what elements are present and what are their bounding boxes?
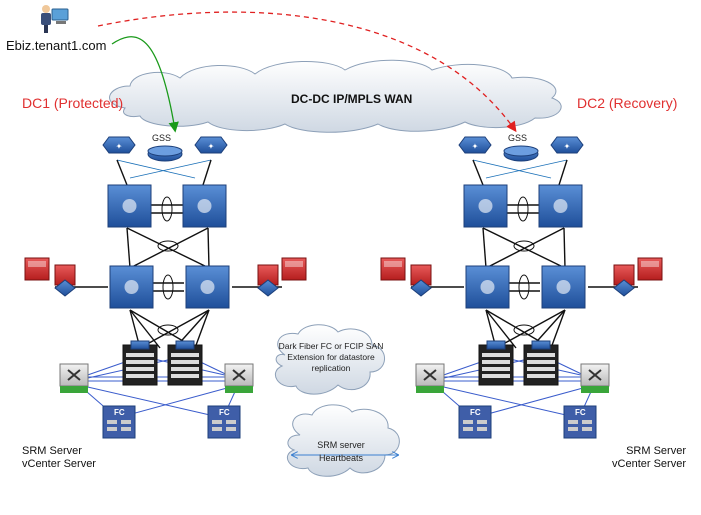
dc2-srm-line2: vCenter Server [612,458,686,470]
dc1-fc-label-right: FC [219,408,230,417]
user-workstation-icon [41,5,69,33]
user-label: Ebiz.tenant1.com [6,38,107,53]
dc1-fc-storage-right [207,405,241,439]
san-cloud-text: Dark Fiber FC or FCIP SAN Extension for … [276,341,386,374]
dc1-core-switch-left: ✦ [102,136,136,154]
dc1-service-module-right [257,279,279,297]
dc2-agg-switch-right [538,184,583,228]
dc1-srm-line2: vCenter Server [22,458,96,470]
heartbeat-line1: SRM server [317,440,365,450]
dc2-srm-line1: SRM Server [626,445,686,457]
dc2-service-module-left [410,279,432,297]
dc1-srm-line1: SRM Server [22,445,82,457]
dc2-san-switch-right [580,363,610,393]
dc1-san-switch-left [59,363,89,393]
dc2-topology: ✦ ✦ [380,136,663,439]
dc1-fc-storage-left [102,405,136,439]
dc2-access-switch-left [465,265,510,309]
dc1-san-switch-right [224,363,254,393]
dc1-gss-router [147,145,183,162]
svg-text:✦: ✦ [472,142,479,151]
dc2-firewall-right [637,257,663,281]
dc1-gss-label: GSS [152,133,172,143]
active-path-arrow [111,36,179,133]
dc2-blade-chassis-left [478,340,514,386]
dc1-blade-chassis-right [167,340,203,386]
san-cloud-line3: replication [311,363,351,373]
dc2-access-switch-right [541,265,586,309]
dc2-san-switch-left [415,363,445,393]
dc2-srm-label: SRM Server vCenter Server [596,445,686,471]
heartbeat-cloud [287,404,400,477]
san-cloud-line2: Extension for datastore [287,352,375,362]
dc1-service-module-left [54,279,76,297]
dc2-blade-chassis-right [523,340,559,386]
recovery-path-arrow [97,11,517,133]
dc1-blade-chassis-left [122,340,158,386]
wan-label: DC-DC IP/MPLS WAN [291,92,413,106]
dc1-access-switch-left [109,265,154,309]
heartbeat-cloud-text: SRM server Heartbeats [296,440,386,464]
dc1-access-switch-right [185,265,230,309]
dc2-gss-label: GSS [508,133,528,143]
svg-text:✦: ✦ [116,142,123,151]
dc2-core-switch-left: ✦ [458,136,492,154]
dc1-topology: ✦ ✦ [24,136,307,439]
svg-text:✦: ✦ [208,142,215,151]
wan-cloud [109,59,562,133]
dc1-firewall-left [24,257,50,281]
svg-text:✦: ✦ [564,142,571,151]
dc2-fc-storage-left [458,405,492,439]
dc2-fc-label-left: FC [470,408,481,417]
dc1-srm-label: SRM Server vCenter Server [22,445,96,471]
dc2-gss-router [503,145,539,162]
dc1-core-switch-right: ✦ [194,136,228,154]
dc1-firewall-right [281,257,307,281]
dc2-service-module-right [613,279,635,297]
san-cloud-line1: Dark Fiber FC or FCIP SAN [278,341,384,351]
dc2-fc-storage-right [563,405,597,439]
heartbeat-line2: Heartbeats [318,453,364,463]
dc1-agg-switch-left [107,184,152,228]
dc1-title: DC1 (Protected) [22,95,124,111]
dc1-fc-label-left: FC [114,408,125,417]
dc2-core-switch-right: ✦ [550,136,584,154]
dc2-title: DC2 (Recovery) [577,95,678,111]
dc2-fc-label-right: FC [575,408,586,417]
san-extension-cloud [275,324,385,395]
dc2-agg-switch-left [463,184,508,228]
dc1-agg-switch-right [182,184,227,228]
dc2-firewall-left [380,257,406,281]
